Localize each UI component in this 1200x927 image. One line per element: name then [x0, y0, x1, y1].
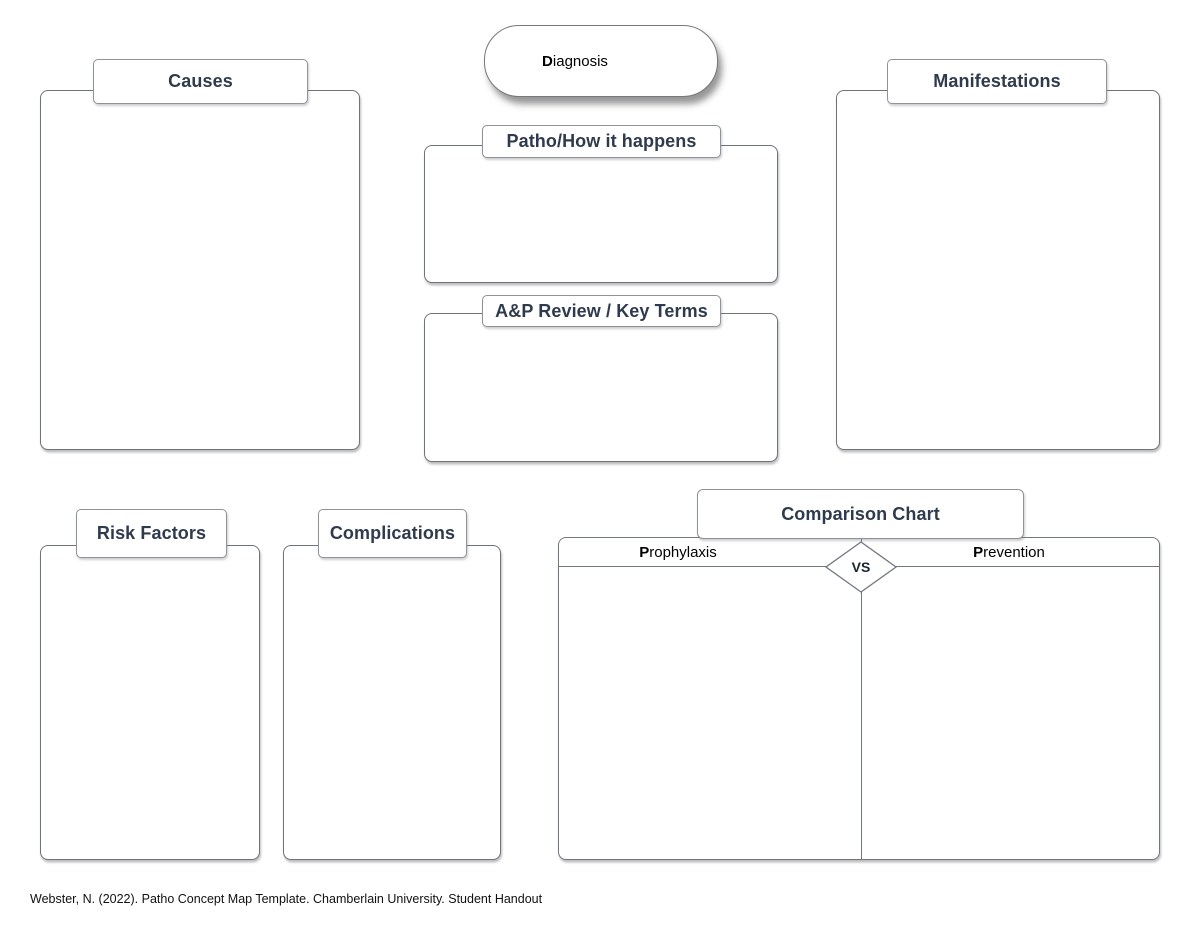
risk-factors-content-box[interactable]: [40, 545, 260, 860]
comparison-table: Prophylaxis Prevention VS: [558, 537, 1160, 860]
prevention-header-cell: Prevention: [859, 538, 1159, 566]
comparison-chart-title: Comparison Chart: [781, 503, 940, 524]
patho-title: Patho/How it happens: [506, 131, 697, 151]
causes-title: Causes: [168, 71, 233, 91]
column-divider-line: [861, 538, 863, 859]
anp-review-content-box[interactable]: [424, 313, 778, 462]
complications-title-box: Complications: [318, 509, 467, 558]
causes-content-box[interactable]: [40, 90, 360, 450]
anp-review-title: A&P Review / Key Terms: [495, 300, 708, 321]
prevention-header: Prevention: [973, 543, 1045, 561]
risk-factors-title: Risk Factors: [96, 523, 207, 543]
citation-text: Webster, N. (2022). Patho Concept Map Te…: [30, 892, 543, 906]
manifestations-content-box[interactable]: [836, 90, 1160, 450]
diagnosis-label: Diagnosis: [542, 52, 608, 70]
patho-title-box: Patho/How it happens: [482, 125, 721, 158]
prophylaxis-header: Prophylaxis: [639, 543, 717, 561]
patho-content-box[interactable]: [424, 145, 778, 283]
vs-diamond: VS: [825, 541, 897, 593]
causes-title-box: Causes: [93, 59, 308, 104]
risk-factors-title-box: Risk Factors: [76, 509, 227, 558]
manifestations-title-box: Manifestations: [887, 59, 1107, 104]
diagnosis-node[interactable]: Diagnosis: [484, 25, 718, 97]
anp-review-title-box: A&P Review / Key Terms: [482, 295, 721, 327]
manifestations-title: Manifestations: [933, 71, 1061, 91]
prevention-content-cell[interactable]: [859, 567, 1159, 859]
prophylaxis-content-cell[interactable]: [559, 567, 859, 859]
comparison-chart-title-box: Comparison Chart: [697, 489, 1024, 539]
comparison-body: [559, 567, 1159, 859]
complications-content-box[interactable]: [283, 545, 501, 860]
prophylaxis-header-cell: Prophylaxis: [559, 538, 859, 566]
complications-title: Complications: [329, 523, 456, 543]
vs-diamond-shape: [825, 541, 897, 593]
vs-label: VS: [852, 559, 871, 575]
